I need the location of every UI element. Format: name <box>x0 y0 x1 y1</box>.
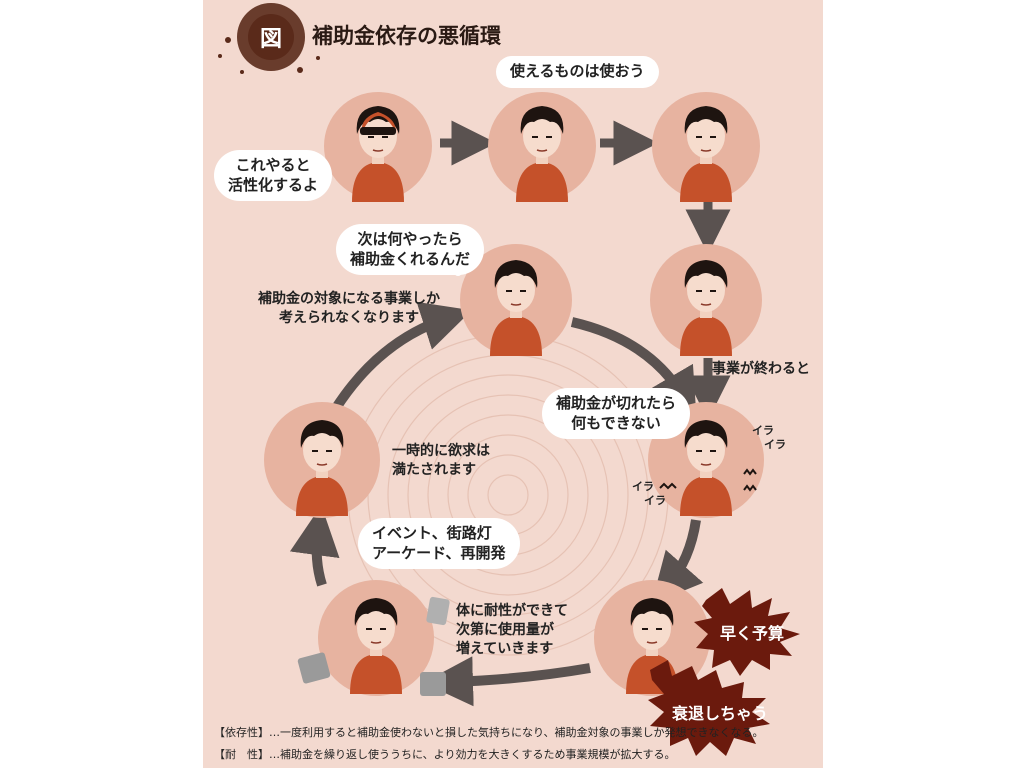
title-badge: 図 <box>248 14 294 60</box>
character-satisfied <box>264 402 380 518</box>
thought-bubble: 次は何やったら 補助金くれるんだ <box>336 224 484 275</box>
caption-line: 一時的に欲求は <box>392 443 490 459</box>
bubble-left-first: これやると 活性化するよ <box>214 150 332 201</box>
character-tolerance <box>297 580 450 696</box>
caption-line: 増えていきます <box>456 641 553 657</box>
bubble-line: アーケード、再開発 <box>372 544 506 562</box>
caption-project-ends: 事業が終わると <box>712 360 810 379</box>
ira-text: イラ <box>644 492 666 508</box>
box-icon <box>420 672 446 696</box>
caption-line: 体に耐性ができて <box>456 603 568 619</box>
arrow-to-satisfied <box>317 530 322 585</box>
caption-line: 満たされます <box>392 462 476 478</box>
caption-satisfied: 一時的に欲求は 満たされます <box>392 442 490 480</box>
character-3 <box>652 92 760 202</box>
caption-line: 次第に使用量が <box>456 622 554 638</box>
bubble-line: イベント、街路灯 <box>372 524 492 542</box>
caption-only-subsidy: 補助金の対象になる事業しか 考えられなくなります <box>258 290 440 328</box>
burst-hurry-text: 早く予算 <box>720 620 784 644</box>
page-title: 補助金依存の悪循環 <box>312 20 501 50</box>
footer-dependence: 【依存性】…一度利用すると補助金使わないと損した気持ちになり、補助金対象の事業し… <box>214 724 764 740</box>
bubble-line: これやると <box>236 156 311 174</box>
bubble-line: 活性化するよ <box>228 176 318 194</box>
footer-tolerance: 【耐 性】…補助金を繰り返し使ううちに、より効力を大きくするため事業規模が拡大す… <box>214 746 675 762</box>
burst-decline-text: 衰退しちゃう <box>672 700 768 724</box>
bubble-run-out: 補助金が切れたら 何もできない <box>542 388 690 439</box>
bubble-text: 使えるものは使おう <box>510 62 645 80</box>
caption-line: 考えられなくなります <box>279 310 419 326</box>
ira-text: イラ <box>764 436 786 452</box>
arrow-to-thinking <box>336 318 448 408</box>
character-2 <box>488 92 596 202</box>
bubble-line: 次は何やったら <box>358 230 463 248</box>
caption-line: 補助金の対象になる事業しか <box>258 291 440 307</box>
character-1 <box>324 92 432 202</box>
sunglasses-icon <box>360 127 396 135</box>
bubble-events: イベント、街路灯 アーケード、再開発 <box>358 518 520 569</box>
bubble-top-center: 使えるものは使おう <box>496 56 659 88</box>
character-4 <box>650 244 762 356</box>
bubble-line: 補助金が切れたら <box>556 394 676 412</box>
arrow-to-hurry <box>668 520 696 585</box>
arrow-to-tolerance <box>448 668 590 682</box>
bubble-line: 補助金くれるんだ <box>350 250 470 268</box>
caption-tolerance: 体に耐性ができて 次第に使用量が 増えていきます <box>456 602 568 659</box>
bubble-line: 何もできない <box>571 414 660 432</box>
